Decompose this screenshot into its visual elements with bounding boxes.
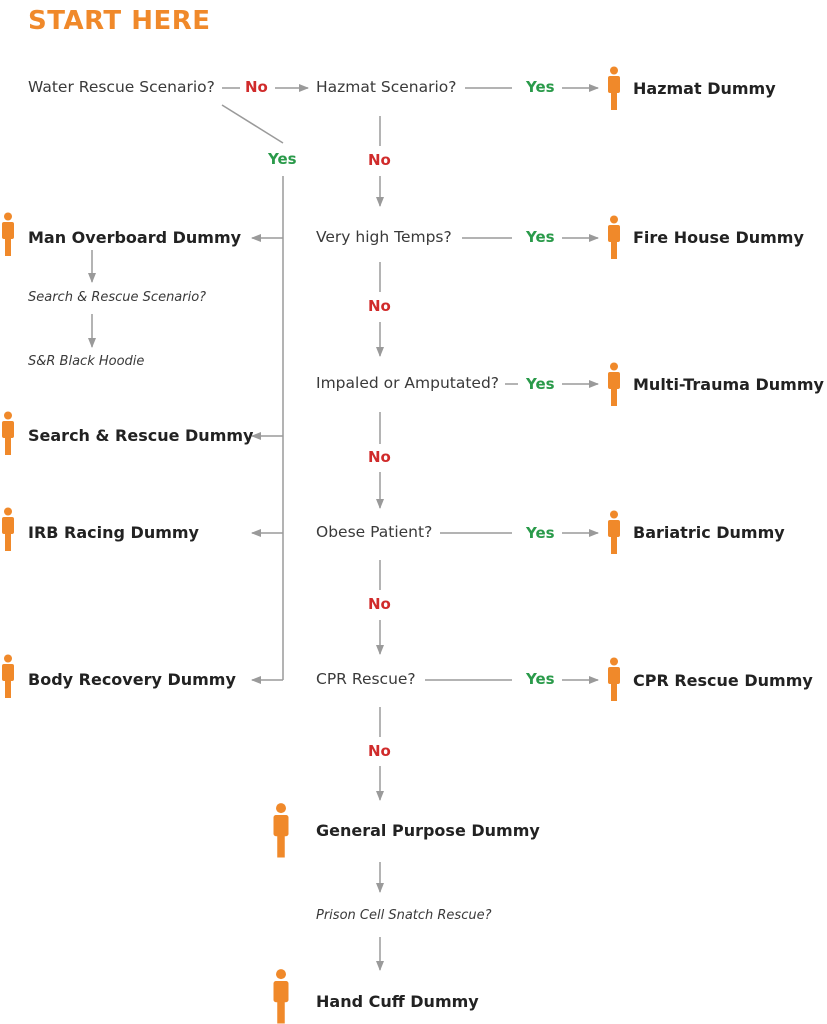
result-body-recovery-dummy: Body Recovery Dummy (28, 670, 236, 689)
person-icon (2, 654, 14, 698)
person-icon (608, 66, 620, 110)
question-prison: Prison Cell Snatch Rescue? (316, 908, 492, 923)
question-water-rescue: Water Rescue Scenario? (28, 78, 215, 96)
label-yes: Yes (526, 78, 555, 96)
label-yes: Yes (526, 524, 555, 542)
label-yes: Yes (526, 375, 555, 393)
label-no: No (368, 448, 391, 466)
label-yes: Yes (526, 228, 555, 246)
option-black-hoodie: S&R Black Hoodie (28, 354, 145, 369)
result-irb-racing-dummy: IRB Racing Dummy (28, 523, 199, 542)
person-icon (608, 215, 620, 259)
person-icon (608, 510, 620, 554)
question-impaled: Impaled or Amputated? (316, 374, 500, 392)
person-icon (273, 803, 289, 858)
label-no: No (368, 151, 391, 169)
result-hazmat-dummy: Hazmat Dummy (633, 79, 776, 98)
label-no: No (368, 595, 391, 613)
question-search-rescue: Search & Rescue Scenario? (28, 290, 207, 305)
question-obese: Obese Patient? (316, 523, 433, 541)
person-icon (2, 507, 14, 551)
result-fire-house-dummy: Fire House Dummy (633, 228, 804, 247)
person-icon (273, 969, 289, 1024)
person-icon (608, 657, 620, 701)
page-title: START HERE (28, 6, 211, 36)
person-icon (608, 362, 620, 406)
question-cpr: CPR Rescue? (316, 670, 416, 688)
person-icon (2, 212, 14, 256)
question-hazmat: Hazmat Scenario? (316, 78, 457, 96)
person-icon (2, 411, 14, 455)
result-cpr-rescue-dummy: CPR Rescue Dummy (633, 671, 813, 690)
label-yes: Yes (526, 670, 555, 688)
result-man-overboard-dummy: Man Overboard Dummy (28, 228, 242, 247)
result-multi-trauma-dummy: Multi-Trauma Dummy (633, 375, 824, 394)
label-no: No (245, 78, 268, 96)
result-search-rescue-dummy: Search & Rescue Dummy (28, 426, 254, 445)
result-bariatric-dummy: Bariatric Dummy (633, 523, 785, 542)
label-no: No (368, 297, 391, 315)
label-no: No (368, 742, 391, 760)
result-general-purpose-dummy: General Purpose Dummy (316, 821, 540, 840)
question-high-temps: Very high Temps? (316, 228, 452, 246)
result-hand-cuff-dummy: Hand Cuff Dummy (316, 992, 479, 1011)
label-yes: Yes (268, 150, 297, 168)
